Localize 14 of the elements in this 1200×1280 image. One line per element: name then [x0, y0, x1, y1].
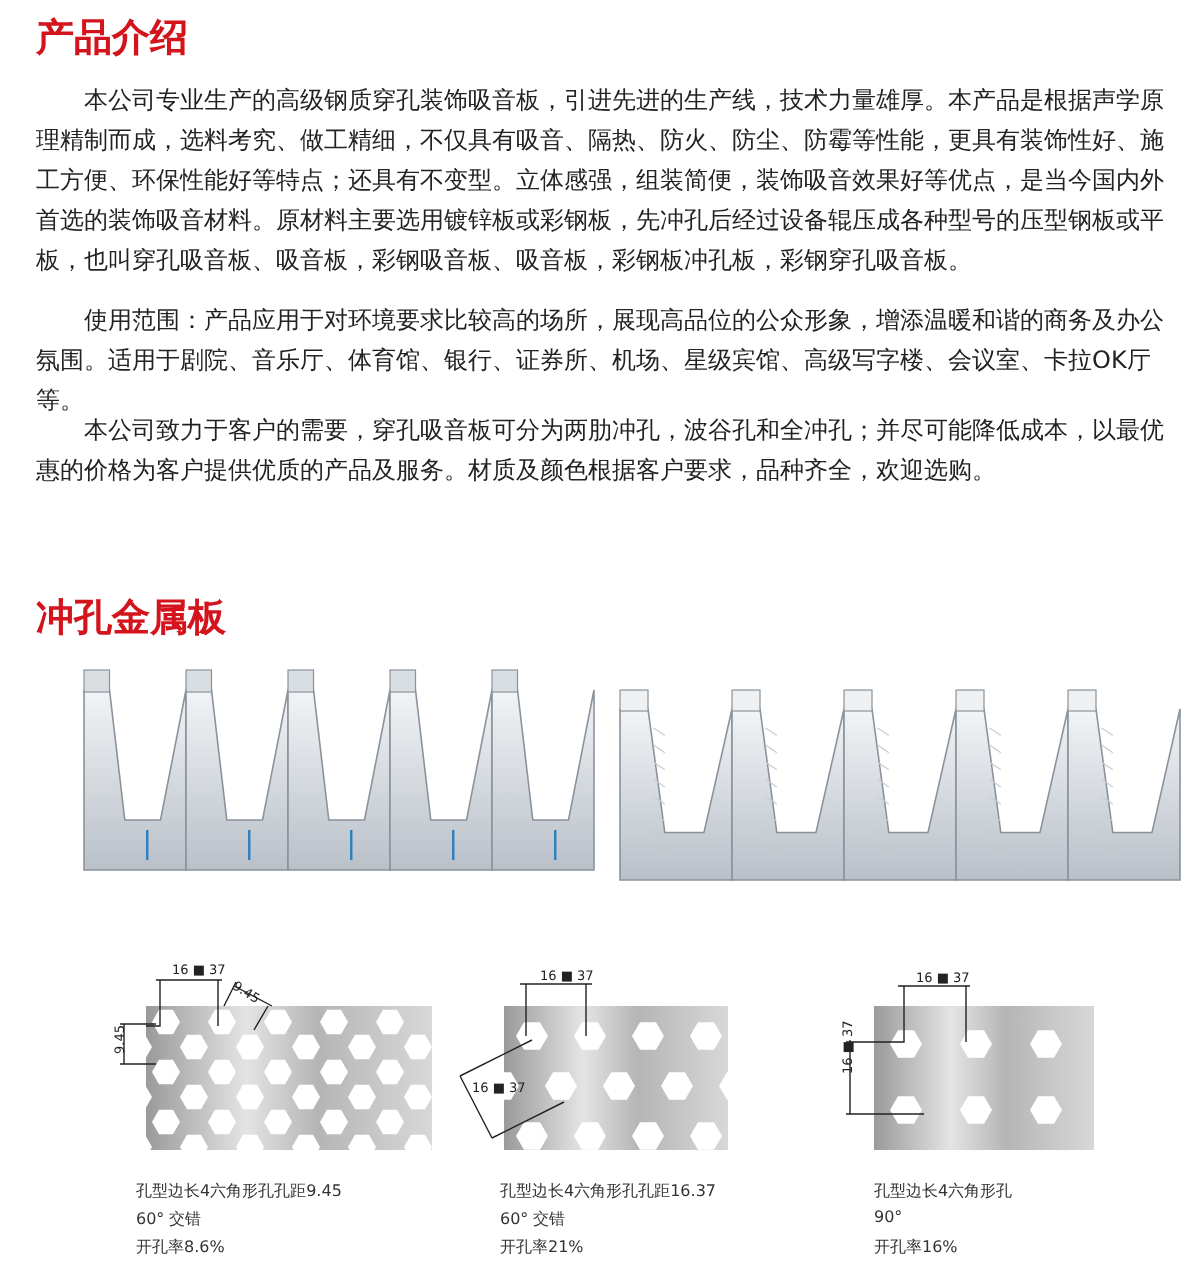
- spec-text: 60° 交错: [136, 1208, 202, 1230]
- paragraph: 使用范围：产品应用于对环境要求比较高的场所，展现高品位的公众形象，增添温暖和谐的商务及办公氛围。适用于剧院、音乐厅、体育馆、银行、证券所、机场、星级宾馆、高级写字楼、会议室、卡拉OK厅等。: [36, 304, 1164, 417]
- section-heading: 冲孔金属板: [36, 594, 226, 644]
- section-heading: 产品介绍: [36, 14, 188, 64]
- spec-text: 60° 交错: [500, 1208, 566, 1230]
- spec-text: 开孔率21%: [500, 1236, 584, 1258]
- spec-text: 90°: [874, 1208, 903, 1226]
- paragraph: 本公司专业生产的高级钢质穿孔装饰吸音板，引进先进的生产线，技术力量雄厚。本产品是根据声学原理精制而成，选料考究、做工精细，不仅具有吸音、隔热、防火、防尘、防霉等性能，更具有装饰性好、施工方便、环保性能好等特点；还具有不变型。立体感强，组装简便，装饰吸音效果好等优点，是当今国内外首选的装饰吸音材料。原材料主要选用镀锌板或彩钢板，先冲孔后经过设备辊压成各种型号的压型钢板或平板，也叫穿孔吸音板、吸音板，彩钢吸音板、吸音板，彩钢板冲孔板，彩钢穿孔吸音板。: [36, 84, 1164, 278]
- spec-text: 孔型边长4六角形孔: [874, 1180, 1013, 1202]
- spec-text: 孔型边长4六角形孔孔距9.45: [136, 1180, 342, 1202]
- spec-text: 孔型边长4六角形孔孔距16.37: [500, 1180, 716, 1202]
- paragraph: 本公司致力于客户的需要，穿孔吸音板可分为两肋冲孔，波谷孔和全冲孔；并尽可能降低成本，以最优惠的价格为客户提供优质的产品及服务。材质及颜色根据客户要求，品种齐全，欢迎选购。: [36, 414, 1164, 488]
- spec-text: 开孔率16%: [874, 1236, 958, 1258]
- spec-text: 开孔率8.6%: [136, 1236, 225, 1258]
